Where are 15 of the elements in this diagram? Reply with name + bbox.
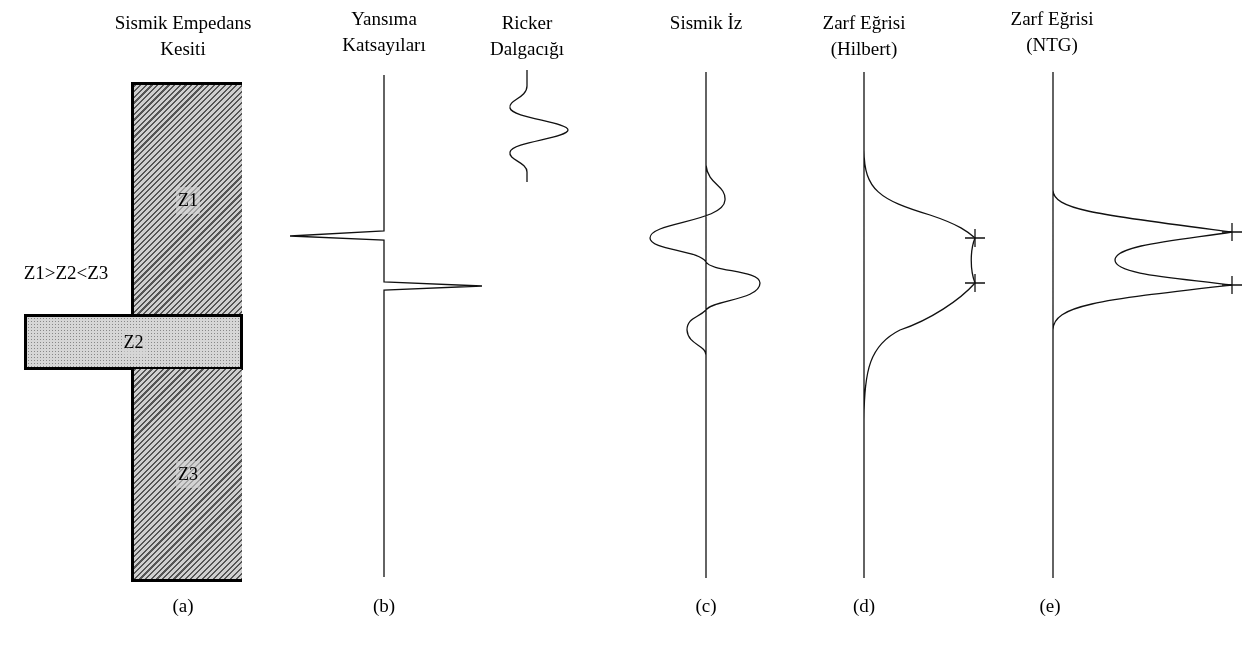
column-heading: Yansıma Katsayıları xyxy=(341,7,427,57)
column-heading: Zarf Eğrisi (Hilbert) xyxy=(821,11,907,61)
panel-letter: (a) xyxy=(171,594,195,618)
panel-letter: (d) xyxy=(851,594,877,618)
impedance-layer: Z1 xyxy=(131,82,242,316)
column-heading: Zarf Eğrisi (NTG) xyxy=(1009,7,1095,57)
panel-letter: (e) xyxy=(1038,594,1062,618)
column-heading: Ricker Dalgacığı xyxy=(489,11,565,61)
impedance-layer: Z3 xyxy=(131,369,242,582)
impedance-layer: Z2 xyxy=(24,314,243,370)
column-heading: Sismik İz xyxy=(668,11,744,35)
impedance-relation: Z1>Z2<Z3 xyxy=(22,261,110,285)
column-heading: Sismik Empedans Kesiti xyxy=(113,11,253,61)
panel-letter: (b) xyxy=(371,594,397,618)
panel-letter: (c) xyxy=(694,594,718,618)
